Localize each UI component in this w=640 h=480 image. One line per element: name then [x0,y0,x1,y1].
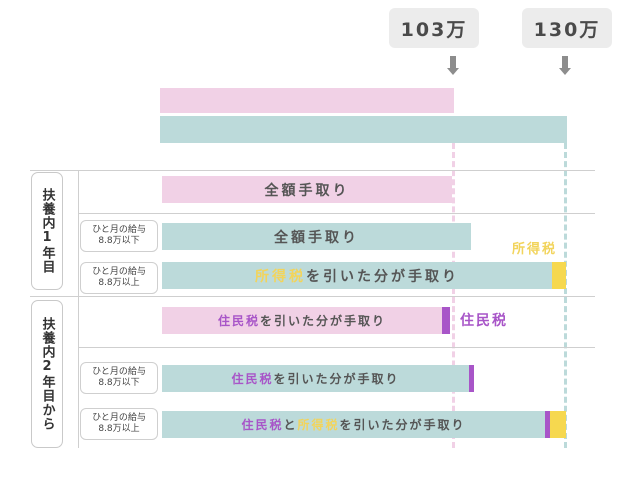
bar-row-3-label: 所得税を引いた分が手取り [162,262,552,289]
income-tax-keyword: 所得税 [255,268,306,285]
bar-row-4-label: 住民税を引いた分が手取り [217,314,387,328]
resident-tax-segment [545,411,550,438]
income-tax-segment [550,411,566,438]
arrow-down-icon [447,56,459,75]
bar-row-2-label: 全額手取り [274,229,359,246]
resident-tax-keyword: 住民税 [217,314,260,328]
bar-row-5 [162,365,469,392]
resident-tax-keyword: 住民税 [241,418,284,432]
reference-bar-130 [160,116,567,143]
bar-row-1 [162,176,452,203]
resident-tax-keyword: 住民税 [231,372,274,386]
threshold-130-label: 130万 [522,8,612,48]
divider [30,296,595,297]
resident-tax-tag: 住民税 [460,313,508,329]
guide-line-130 [564,143,567,448]
income-tax-tag: 所得税 [512,242,558,257]
guide-line-103 [452,143,455,448]
threshold-103-label: 103万 [389,8,479,48]
divider [78,347,595,348]
bar-row-1-label: 全額手取り [264,182,350,199]
section-second-year: 扶養内2年目から [31,300,63,448]
reference-bar-103 [160,88,454,113]
bar-row-6 [162,411,545,438]
bar-row-6-label: 住民税と所得税を引いた分が手取り [241,418,466,432]
section-first-year: 扶養内1年目 [31,172,63,290]
bar-row-3 [162,262,552,289]
income-tax-segment [552,262,566,289]
divider [30,170,595,171]
resident-tax-segment [442,307,450,334]
divider [78,170,79,448]
divider [78,213,595,214]
income-tax-keyword: 所得税 [297,418,340,432]
bar-row-5-label: 住民税を引いた分が手取り [231,372,400,386]
bar-row-4 [162,307,442,334]
arrow-down-icon [559,56,571,75]
bar-row-2 [162,223,471,250]
resident-tax-segment [469,365,474,392]
